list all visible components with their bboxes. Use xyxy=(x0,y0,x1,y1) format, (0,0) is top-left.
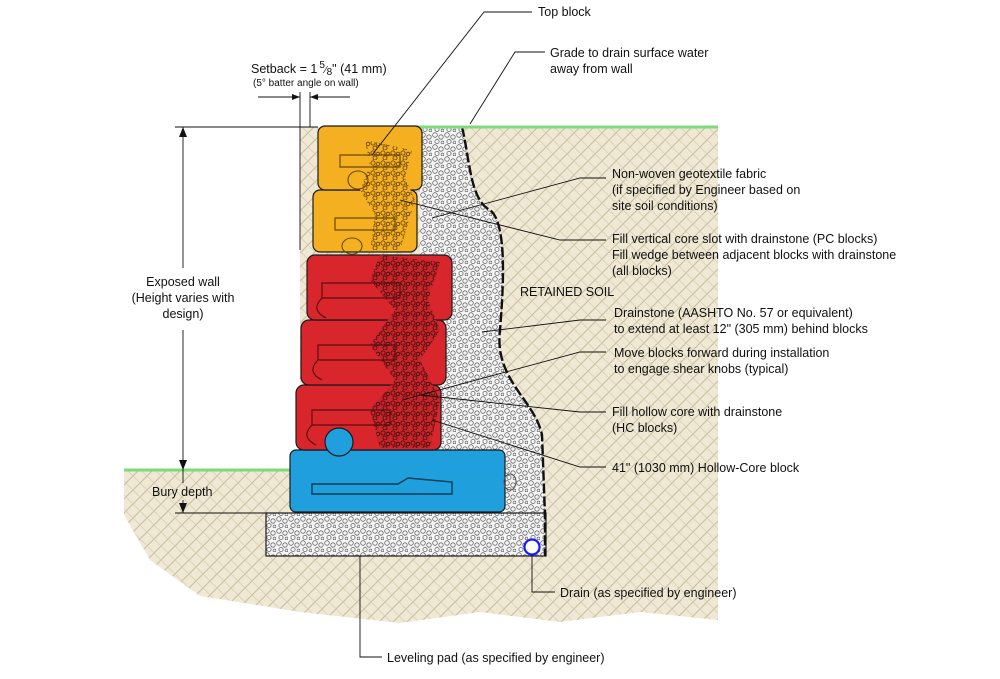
label-drain: Drain (as specified by engineer) xyxy=(560,586,736,600)
label-drainstone-2: to extend at least 12" (305 mm) behind b… xyxy=(614,322,868,336)
setback-dimension xyxy=(258,92,350,250)
geotextile-fabric xyxy=(460,126,547,556)
label-setback-note: (5° batter angle on wall) xyxy=(253,78,359,89)
label-fill-hollow-1: Fill hollow core with drainstone xyxy=(612,405,782,419)
label-move-blocks-2: to engage shear knobs (typical) xyxy=(614,362,788,376)
red-block-icon xyxy=(295,254,453,457)
label-hollow-core-block: 41" (1030 mm) Hollow-Core block xyxy=(612,461,800,475)
label-fill-core-1: Fill vertical core slot with drainstone … xyxy=(612,232,877,246)
hollow-core-block-icon xyxy=(289,449,517,513)
label-retained-soil: RETAINED SOIL xyxy=(520,285,614,299)
drain-pipe-icon xyxy=(523,538,541,556)
exposed-wall-dimension xyxy=(175,126,318,514)
label-drainstone-1: Drainstone (AASHTO No. 57 or equivalent) xyxy=(614,306,853,320)
label-fill-hollow-2: (HC blocks) xyxy=(612,421,677,435)
label-geotextile-1: Non-woven geotextile fabric xyxy=(612,167,766,181)
drainstone-zone xyxy=(418,127,545,515)
label-fill-core-3: (all blocks) xyxy=(612,264,672,278)
leveling-pad xyxy=(265,512,547,557)
label-exposed-wall-3: design) xyxy=(163,307,204,321)
pc-block-icon xyxy=(312,125,423,255)
label-grade-line2: away from wall xyxy=(550,62,633,76)
label-grade-line1: Grade to drain surface water xyxy=(550,46,708,60)
label-geotextile-3: site soil conditions) xyxy=(612,199,718,213)
label-leveling-pad: Leveling pad (as specified by engineer) xyxy=(387,651,605,665)
label-fill-core-2: Fill wedge between adjacent blocks with … xyxy=(612,248,896,262)
label-exposed-wall-1: Exposed wall xyxy=(146,275,220,289)
label-exposed-wall-2: (Height varies with xyxy=(132,291,235,305)
leader-lines xyxy=(359,11,606,658)
label-geotextile-2: (if specified by Engineer based on xyxy=(612,183,800,197)
label-top-block: Top block xyxy=(538,5,592,19)
label-move-blocks-1: Move blocks forward during installation xyxy=(614,346,829,360)
label-bury-depth: Bury depth xyxy=(152,485,213,499)
